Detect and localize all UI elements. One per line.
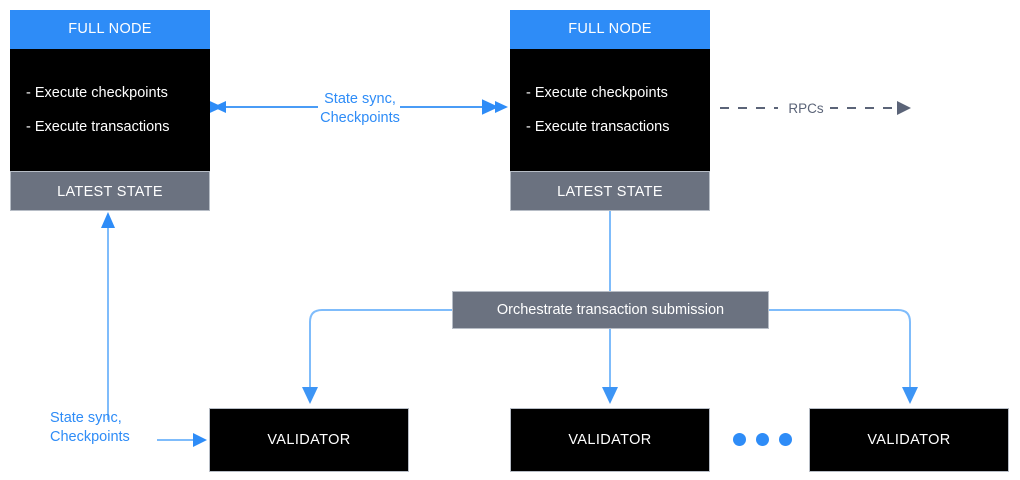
validator-2[interactable]: VALIDATOR xyxy=(510,408,710,472)
full-node-left-header: FULL NODE xyxy=(10,10,210,49)
edge-label-rpcs: RPCs xyxy=(782,99,830,118)
full-node-left-bullet-2: - Execute transactions xyxy=(26,119,170,135)
full-node-left-latest-state: LATEST STATE xyxy=(10,171,210,211)
full-node-left-bullet-1: - Execute checkpoints xyxy=(26,85,168,101)
full-node-right-bullet-1: - Execute checkpoints xyxy=(526,85,668,101)
orchestrate-transaction-submission-box[interactable]: Orchestrate transaction submission xyxy=(452,291,769,329)
validator-1[interactable]: VALIDATOR xyxy=(209,408,409,472)
full-node-right-body: - Execute checkpoints - Execute transact… xyxy=(510,49,710,171)
full-node-left[interactable]: FULL NODE - Execute checkpoints - Execut… xyxy=(10,10,210,211)
connector-validator-to-left-fullnode xyxy=(101,212,115,420)
ellipsis-dot-1 xyxy=(733,433,746,446)
full-node-right-bullet-2: - Execute transactions xyxy=(526,119,670,135)
validator-1-label: VALIDATOR xyxy=(267,432,351,448)
validator-2-label: VALIDATOR xyxy=(568,432,652,448)
orchestrate-label: Orchestrate transaction submission xyxy=(496,302,725,318)
full-node-right-latest-state: LATEST STATE xyxy=(510,171,710,211)
full-node-left-body: - Execute checkpoints - Execute transact… xyxy=(10,49,210,171)
connector-orchestrate-to-validator1 xyxy=(302,309,452,404)
connector-orchestrate-to-validator2 xyxy=(602,329,618,404)
full-node-right[interactable]: FULL NODE - Execute checkpoints - Execut… xyxy=(510,10,710,211)
ellipsis-dot-3 xyxy=(779,433,792,446)
edge-label-state-sync-validator: State sync, Checkpoints xyxy=(50,410,130,445)
edge-label-state-sync-fullnodes: State sync, Checkpoints xyxy=(320,91,400,126)
connector-orchestrate-to-validator3 xyxy=(769,309,918,404)
ellipsis-dot-2 xyxy=(756,433,769,446)
more-validators-ellipsis-icon xyxy=(733,433,792,446)
full-node-right-header: FULL NODE xyxy=(510,10,710,49)
connector-statesync-into-validator1 xyxy=(157,433,207,447)
validator-3[interactable]: VALIDATOR xyxy=(809,408,1009,472)
validator-3-label: VALIDATOR xyxy=(867,432,951,448)
